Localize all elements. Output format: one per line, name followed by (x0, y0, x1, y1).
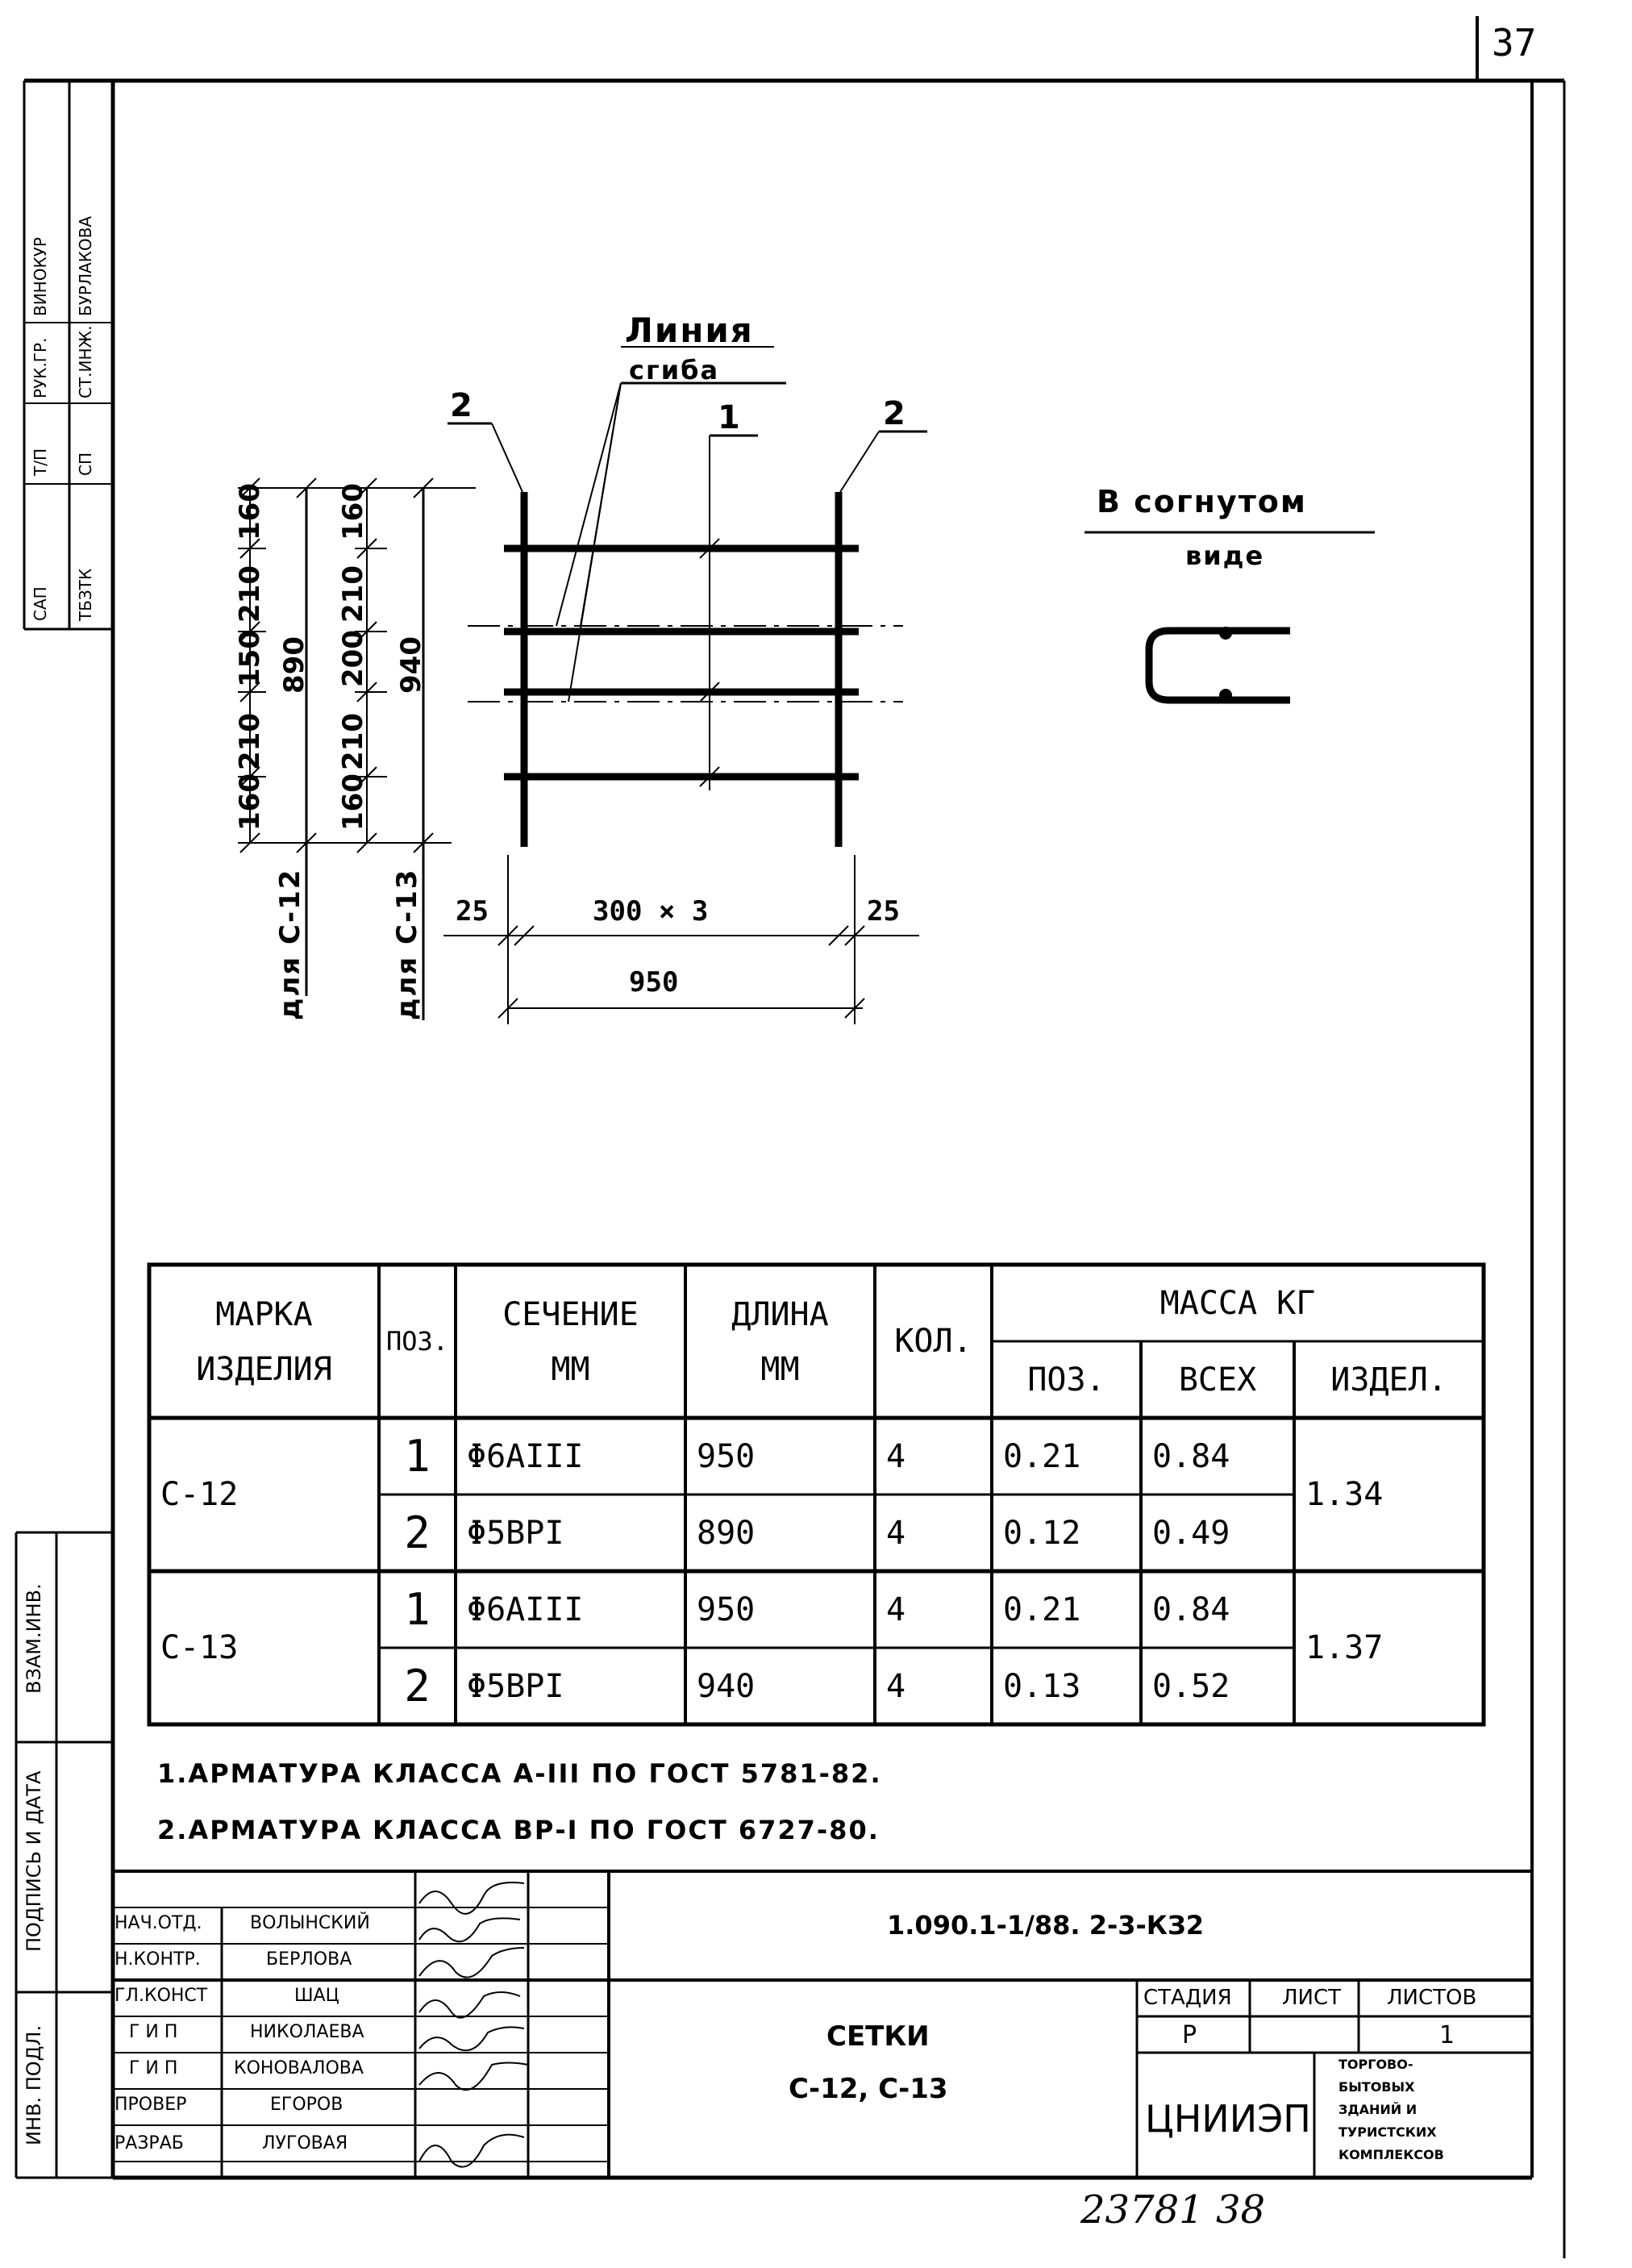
signer-name: ВОЛЫНСКИЙ (250, 1913, 370, 1933)
cell-pos: 2 (404, 1661, 431, 1711)
cell-length: 950 (697, 1591, 756, 1628)
dim-right-25: 25 (867, 895, 900, 928)
cell-mass-all: 0.84 (1152, 1437, 1230, 1475)
cell-mass-all: 0.84 (1152, 1591, 1230, 1628)
bottom-stamp: 23781 38 (1080, 2187, 1266, 2233)
cell-mass-pos: 0.21 (1003, 1437, 1081, 1475)
header-section-1: СЕЧЕНИЕ (502, 1296, 639, 1333)
stage-label: СТАДИЯ (1143, 1986, 1232, 2010)
cell-pos: 1 (404, 1584, 431, 1635)
signer-role: РАЗРАБ (114, 2133, 184, 2153)
cell-mass-pos: 0.13 (1003, 1667, 1081, 1705)
cell-pos: 1 (404, 1431, 431, 1482)
drawing-title-1: СЕТКИ (826, 2020, 930, 2053)
signer-name: ЛУГОВАЯ (262, 2133, 348, 2153)
cell-mark-c13: С-13 (160, 1629, 239, 1666)
cell-qty: 4 (886, 1514, 906, 1552)
org-desc-5: КОМПЛЕКСОВ (1338, 2147, 1444, 2162)
org-name: ЦНИИЭП (1145, 2097, 1311, 2141)
cell-mass-item-c13: 1.37 (1305, 1629, 1384, 1666)
cell-mass-all: 0.52 (1152, 1667, 1230, 1705)
header-mass: МАССА КГ (1159, 1284, 1316, 1322)
cell-pos: 2 (404, 1507, 431, 1558)
bent-view-label-2: виде (1185, 540, 1265, 571)
header-mass-all: ВСЕХ (1178, 1361, 1257, 1399)
header-length-2: ММ (760, 1351, 800, 1388)
stage-value: Р (1182, 2021, 1197, 2049)
cell-qty: 4 (886, 1591, 906, 1628)
header-mark-2: ИЗДЕЛИЯ (196, 1351, 332, 1388)
cell-mass-pos: 0.12 (1003, 1514, 1081, 1552)
bend-line-label-2: сгиба (629, 355, 720, 386)
sheets-value: 1 (1439, 2021, 1455, 2049)
org-desc-1: ТОРГОВО- (1338, 2057, 1413, 2072)
signer-role: НАЧ.ОТД. (114, 1913, 202, 1933)
cell-mass-pos: 0.21 (1003, 1591, 1081, 1628)
cell-length: 940 (697, 1667, 756, 1705)
header-mark-1: МАРКА (215, 1296, 313, 1333)
header-length-1: ДЛИНА (731, 1296, 829, 1333)
cell-length: 890 (697, 1514, 756, 1552)
drawing-title-2: С-12, С-13 (789, 2073, 948, 2105)
cell-qty: 4 (886, 1437, 906, 1475)
dim-total-950: 950 (629, 966, 679, 999)
signer-role: Г И П (129, 2058, 178, 2078)
signer-name: НИКОЛАЕВА (250, 2022, 364, 2042)
signer-name: БЕРЛОВА (266, 1949, 352, 1970)
cell-mark-c12: С-12 (160, 1476, 239, 1513)
signer-name: ШАЦ (294, 1986, 339, 2006)
cell-mass-item-c12: 1.34 (1305, 1476, 1384, 1513)
signer-role: Н.КОНТР. (114, 1949, 201, 1970)
signer-name: КОНОВАЛОВА (234, 2058, 364, 2078)
cell-mass-all: 0.49 (1152, 1514, 1230, 1552)
signer-name: ЕГОРОВ (270, 2095, 343, 2115)
position-label-2-left: 2 (450, 387, 474, 424)
header-qty: КОЛ. (894, 1323, 972, 1360)
header-section-2: ММ (551, 1351, 590, 1388)
cell-section: Φ6AIII (467, 1591, 584, 1628)
note-1: 1.АРМАТУРА КЛАССА А-III ПО ГОСТ 5781-82. (157, 1758, 882, 1789)
dim-mid: 300 × 3 (593, 895, 709, 928)
cell-section: Φ5BPI (467, 1514, 564, 1552)
signer-role: ПРОВЕР (114, 2095, 187, 2115)
cell-length: 950 (697, 1437, 756, 1475)
sheet-label: ЛИСТ (1282, 1986, 1342, 2010)
page-number: 37 (1492, 21, 1537, 65)
note-2: 2.АРМАТУРА КЛАССА ВР-I ПО ГОСТ 6727-80. (157, 1815, 880, 1845)
org-desc-3: ЗДАНИЙ И (1338, 2102, 1418, 2117)
title-block-code: 1.090.1-1/88. 2-3-КЗ2 (887, 1910, 1204, 1941)
org-desc-2: БЫТОВЫХ (1338, 2079, 1415, 2095)
cell-qty: 4 (886, 1667, 906, 1705)
cell-section: Φ6AIII (467, 1437, 584, 1475)
org-desc-4: ТУРИСТСКИХ (1338, 2124, 1437, 2140)
signer-role: ГЛ.КОНСТ (114, 1986, 208, 2006)
cell-section: Φ5BPI (467, 1667, 564, 1705)
header-mass-item: ИЗДЕЛ. (1330, 1361, 1447, 1399)
dim-left-25: 25 (456, 895, 489, 928)
signer-role: Г И П (129, 2022, 178, 2042)
header-pos: ПОЗ. (385, 1326, 449, 1357)
bend-line-label-1: Линия (625, 311, 754, 350)
header-mass-pos: ПОЗ. (1027, 1361, 1105, 1399)
position-label-2-right: 2 (883, 395, 907, 432)
position-label-1: 1 (718, 399, 742, 436)
bent-view-label-1: В согнутом (1097, 484, 1307, 519)
sheets-label: ЛИСТОВ (1387, 1986, 1477, 2010)
bent-shape (1145, 627, 1290, 704)
